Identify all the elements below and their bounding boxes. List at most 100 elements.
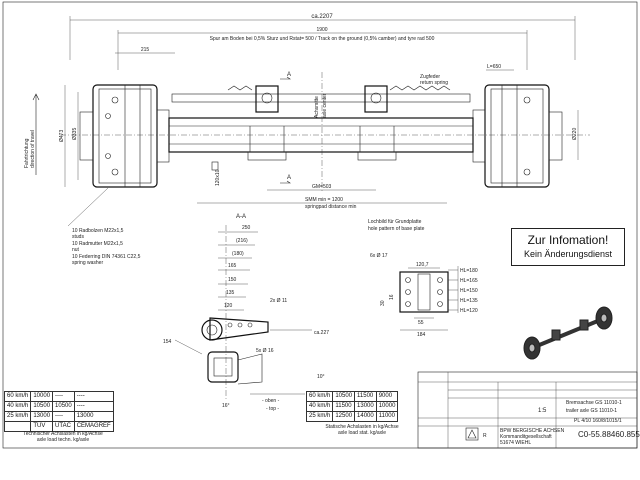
width-55: 55 [418, 320, 424, 326]
table-cell: 13000 [73, 411, 114, 422]
table-row: 60 km/h 10000 ---- ---- [3, 391, 114, 402]
table-header-cell: UTAC [52, 421, 75, 432]
table-cell: 11500 [354, 391, 377, 402]
table-cell: 9000 [375, 391, 399, 402]
section-mark-top: A [287, 72, 291, 78]
right-spring-pad [357, 151, 397, 161]
table-header-cell [3, 421, 32, 432]
company-name-2: Kommanditgesellschaft [500, 434, 552, 440]
direction-label-en: direction of travel [30, 130, 36, 168]
table-header-cell: CEMAGREF [73, 421, 114, 432]
hole-pattern-title-en: hole pattern of base plate [368, 226, 425, 232]
nuts-note: 10 Radmutter M22x1,5 [72, 241, 123, 247]
hole-5x16: 5x Ø 16 [256, 348, 274, 354]
hl-150: HL=150 [460, 288, 478, 294]
dim-135: 135 [226, 290, 235, 296]
table-cell: 10000 [375, 401, 399, 412]
angle-16: 16° [222, 403, 230, 409]
dim-165: 165 [228, 263, 237, 269]
studs-note-en: studs [72, 234, 84, 240]
direction-label: Fahrtrichtung [24, 138, 30, 168]
drawing-number: C0-55.88460.855 [578, 430, 640, 439]
table-cell: 10000 [30, 391, 54, 402]
title-scale: 1:5 [538, 408, 547, 414]
table-cell: 11000 [375, 411, 399, 422]
dim-216: (216) [236, 238, 248, 244]
left-slack-adjuster [255, 85, 279, 113]
section-lever [209, 317, 269, 341]
axle-front-view: Achsmitte axle center A A [60, 72, 590, 192]
diameter-220: Ø220 [572, 128, 578, 140]
info-stamp: Zur Infomation! Kein Änderungsdienst [511, 228, 625, 266]
table-cell: 12500 [332, 411, 356, 422]
title-code: R [483, 433, 487, 439]
table-cell: 10500 [30, 401, 54, 412]
caption-en: axle load techn. kg/axle [36, 437, 90, 443]
section-axle-tube [207, 351, 239, 383]
table-cell: 60 km/h [3, 391, 32, 402]
bpw-logo [465, 427, 479, 441]
axle-3d-thumbnail [523, 306, 613, 360]
stamp-line-2: Kein Änderungsdienst [523, 249, 613, 259]
table-cell: ---- [52, 391, 75, 402]
spring-center-dim: GM=503 [312, 184, 332, 190]
table-cell: 60 km/h [305, 391, 334, 402]
static-load-table: 60 km/h 10500 11500 9000 40 km/h 11500 1… [305, 391, 399, 422]
stud-notes: 10 Radbolzen M22x1,5 studs 10 Radmutter … [67, 187, 141, 266]
left-spring-pad [247, 151, 287, 161]
hl-120: HL=120 [460, 308, 478, 314]
table-cell: 25 km/h [3, 411, 32, 422]
base-plate [399, 271, 449, 313]
top-dimensions: ca.2207 1900 Spur am Boden bei 0,5% Stur… [69, 14, 576, 71]
camshaft [171, 93, 471, 103]
axle-center-label: Achsmitte [314, 96, 320, 118]
table-cell: 25 km/h [305, 411, 334, 422]
spring-length-dim: L=650 [487, 64, 501, 70]
section-mark-bottom: A [287, 175, 291, 181]
washer-note-en: spring washer [72, 260, 103, 266]
hl-180: HL=180 [460, 268, 478, 274]
table-cell: ---- [73, 391, 114, 402]
tube-size: 120x10 [215, 169, 221, 186]
height-16: 16 [389, 294, 395, 300]
stamp-line-1: Zur Infomation! [527, 233, 609, 247]
nuts-note-en: nut [72, 247, 80, 253]
table-row: 40 km/h 11500 13000 10000 [305, 401, 399, 412]
total-length-dim: ca.2207 [311, 14, 333, 20]
springpad-distance-en: springpad distance min [305, 204, 357, 210]
hole-pattern: Lochbild für Grundplatte hole pattern of… [368, 219, 478, 338]
diameter-335: Ø335 [72, 128, 78, 140]
holes-6x17: 6x Ø 17 [370, 253, 388, 259]
table-cell: 10500 [332, 391, 356, 402]
table-row: 40 km/h 10500 10500 ---- [3, 401, 114, 412]
table-cell: 11500 [332, 401, 356, 412]
title-block: Bremsachse GS 11010-1 trailer axle GS 11… [417, 371, 640, 449]
offset-dim: 215 [141, 47, 150, 53]
table-cell: 40 km/h [3, 401, 32, 412]
studs-note: 10 Radbolzen M22x1,5 [72, 228, 124, 234]
hl-165: HL=165 [460, 278, 478, 284]
top-label: - top - [266, 406, 279, 412]
hole-2x11: 2x Ø 11 [270, 298, 287, 304]
title-desc-en: trailer axle GS 11010-1 [566, 408, 617, 414]
angle-10: 10° [317, 374, 325, 380]
technical-load-caption: Technischer Achslasten in kg/Achse axle … [4, 431, 122, 443]
track-dim: 1900 [316, 27, 327, 33]
oben-label: - oben - [262, 398, 280, 404]
hl-135: HL=135 [460, 298, 478, 304]
width-120-7: 120,7 [416, 262, 429, 268]
caption-en: axle load stat. kg/axle [337, 430, 387, 436]
dim-154: 154 [163, 339, 172, 345]
table-cell: 13000 [30, 411, 54, 422]
caption-de: Statische Achslasten in kg/Achse [325, 424, 399, 430]
width-184: 184 [417, 332, 426, 338]
dim-250: 250 [242, 225, 251, 231]
company-name: BPW BERGISCHE ACHSEN [500, 428, 565, 434]
return-spring-label: return spring [420, 80, 448, 86]
right-slack-adjuster [364, 85, 388, 113]
section-view: A-A 250 (216) (180) 165 150 135 120 2x Ø… [163, 214, 329, 412]
table-cell: 14000 [354, 411, 377, 422]
technical-load-table: 60 km/h 10000 ---- ---- 40 km/h 10500 10… [3, 391, 114, 432]
